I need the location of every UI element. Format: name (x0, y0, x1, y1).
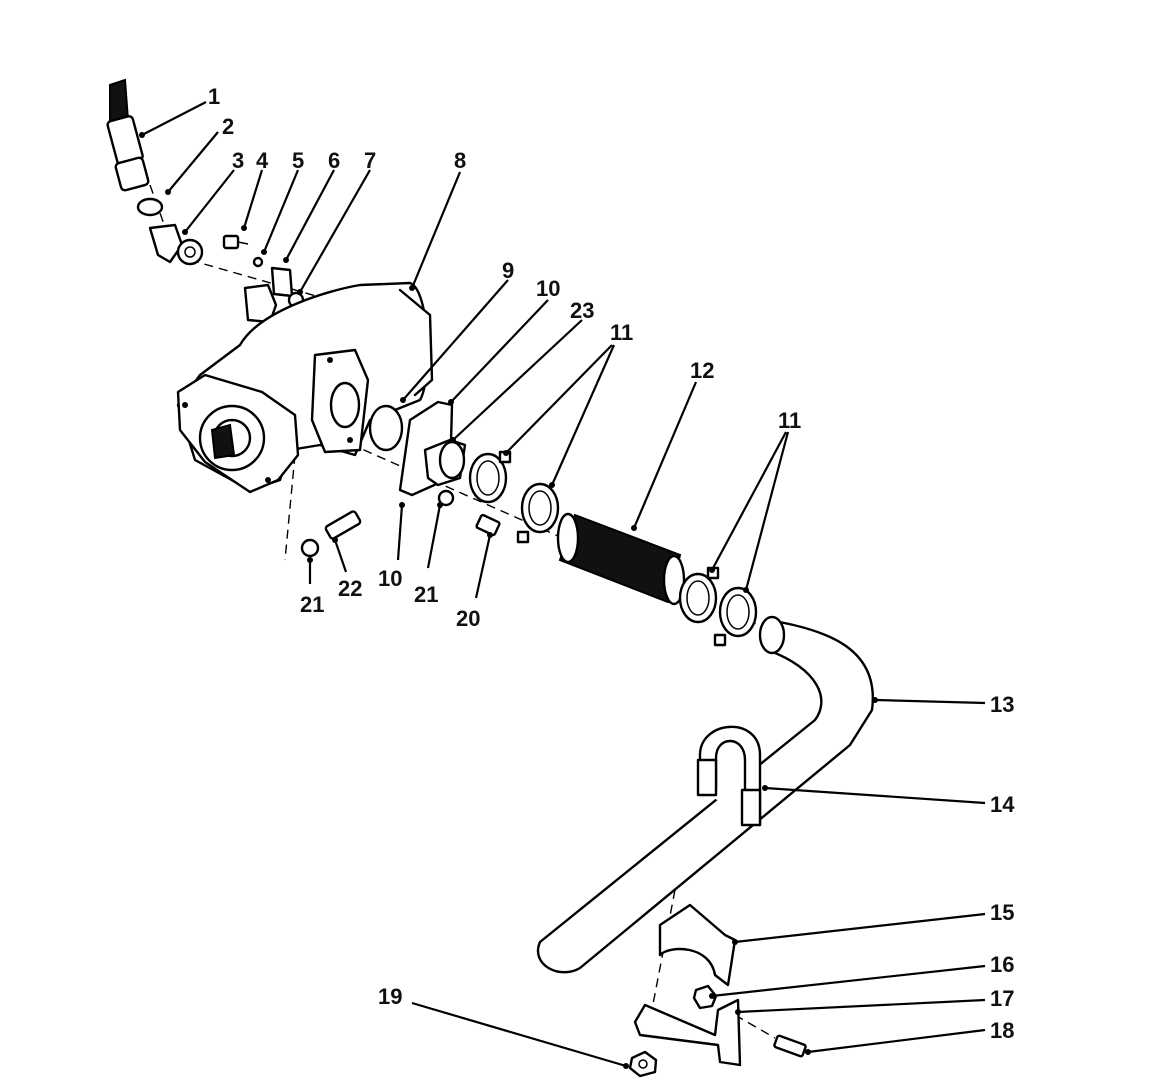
callout-7: 7 (364, 148, 376, 173)
part-6-clamp-plate (270, 266, 294, 298)
part-13-tube (536, 615, 875, 974)
part-3-elbow-fitting (148, 223, 204, 266)
part-15-clamp-saddle (658, 903, 737, 987)
callout-9: 9 (502, 258, 514, 283)
part-8-hydraulic-pump (176, 281, 434, 494)
part-1-hose-fitting (106, 78, 150, 192)
callout-1: 1 (208, 84, 220, 109)
callout-22: 22 (338, 576, 362, 601)
callout-13: 13 (990, 692, 1014, 717)
part-11-hose-clamp-d (713, 586, 758, 647)
callout-18: 18 (990, 1018, 1014, 1043)
part-23-fitting (423, 438, 467, 487)
callout-4: 4 (256, 148, 269, 173)
callout-16: 16 (990, 952, 1014, 977)
callout-11: 11 (778, 408, 801, 433)
callout-5: 5 (292, 148, 304, 173)
callout-20: 20 (456, 606, 480, 631)
part-18-bolt (773, 1034, 807, 1058)
callout-15: 15 (990, 900, 1014, 925)
callout-3: 3 (232, 148, 244, 173)
part-11-hose-clamp-a (468, 450, 512, 504)
callout-23: 23 (570, 298, 594, 323)
part-6-flange-plate (243, 283, 278, 324)
leader-lines (139, 101, 986, 1069)
part-11-hose-clamp-c (678, 566, 720, 624)
part-19-nut (628, 1050, 658, 1078)
callout-8: 8 (454, 148, 466, 173)
callout-labels: 1 2 3 4 5 6 7 8 9 10 23 11 12 11 13 14 1… (208, 84, 1015, 1043)
callout-10: 10 (536, 276, 560, 301)
part-17-bracket (633, 998, 742, 1067)
part-12-hose (556, 512, 686, 606)
callout-12: 12 (690, 358, 714, 383)
part-9-o-ring (368, 404, 404, 452)
callout-21: 21 (414, 582, 438, 607)
part-20-bolt (475, 513, 501, 537)
part-16-nut (692, 984, 718, 1010)
callout-6: 6 (328, 148, 340, 173)
part-4-bolt (222, 234, 249, 250)
callout-17: 17 (990, 986, 1014, 1011)
part-21-washer-b (300, 538, 320, 558)
callout-2: 2 (222, 114, 234, 139)
callout-14: 14 (990, 792, 1015, 817)
part-14-u-bolt (696, 725, 762, 827)
callout-11: 11 (610, 320, 633, 345)
callout-19: 19 (378, 984, 402, 1009)
callout-21: 21 (300, 592, 324, 617)
part-21-washer-a (437, 489, 455, 507)
part-2-o-ring (136, 197, 164, 217)
callout-10: 10 (378, 566, 402, 591)
part-22-bolt (324, 510, 362, 540)
part-11-hose-clamp-b (516, 482, 560, 544)
part-5-washer (252, 256, 264, 268)
